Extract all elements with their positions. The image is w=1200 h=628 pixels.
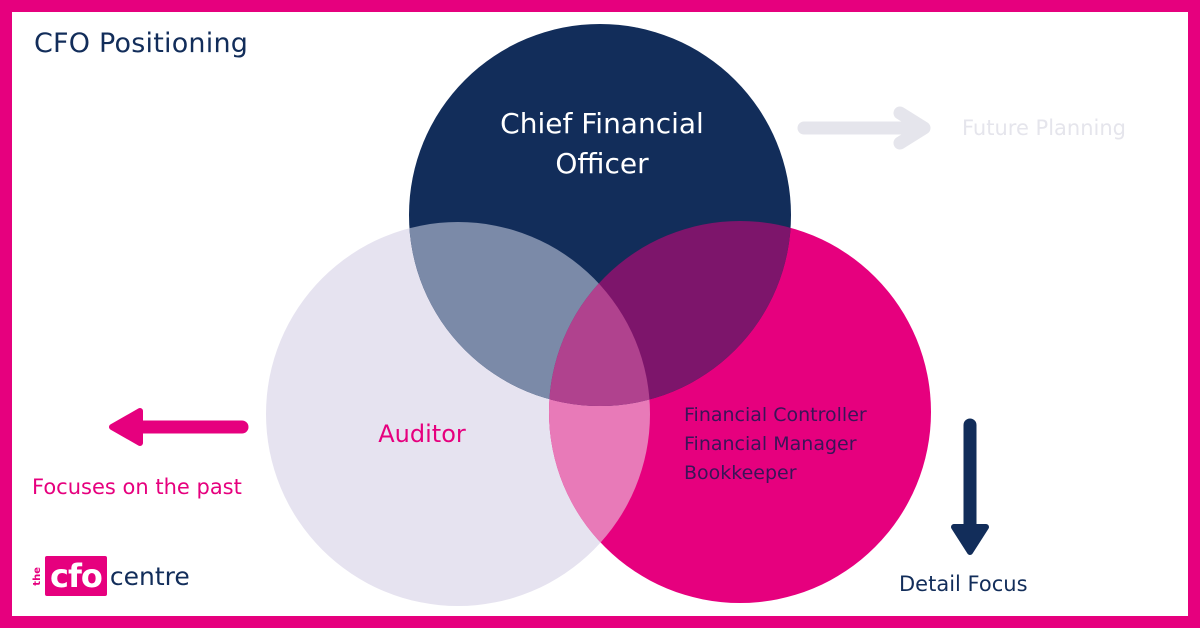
auditor-circle-label: Auditor — [378, 420, 466, 448]
detail-arrow-icon — [951, 418, 989, 555]
cfo-auditor-overlap — [409, 222, 650, 406]
diagram-canvas: CFO Positioning Chief Financial Officer … — [12, 12, 1188, 616]
cfo-circle-label: Chief Financial Officer — [468, 104, 736, 184]
finance-roles-list: Financial Controller Financial Manager B… — [684, 401, 867, 488]
role-item: Financial Manager — [684, 433, 857, 455]
past-arrow-icon — [109, 408, 249, 446]
detail-focus-label: Detail Focus — [899, 572, 1028, 596]
past-focus-label: Focuses on the past — [32, 475, 242, 499]
cfo-label-line1: Chief Financial — [500, 107, 704, 140]
cfo-finance-overlap — [549, 221, 791, 406]
future-planning-label: Future Planning — [962, 116, 1127, 140]
logo-prefix: the — [32, 566, 43, 586]
brand-logo: the cfo centre — [32, 552, 190, 600]
venn-diagram — [109, 24, 989, 606]
logo-brand: cfo — [45, 556, 107, 596]
future-arrow-icon — [797, 106, 931, 150]
cfo-label-line2: Officer — [555, 147, 649, 180]
logo-suffix: centre — [109, 561, 190, 591]
page-title: CFO Positioning — [34, 28, 249, 59]
role-item: Financial Controller — [684, 404, 867, 426]
role-item: Bookkeeper — [684, 462, 797, 484]
